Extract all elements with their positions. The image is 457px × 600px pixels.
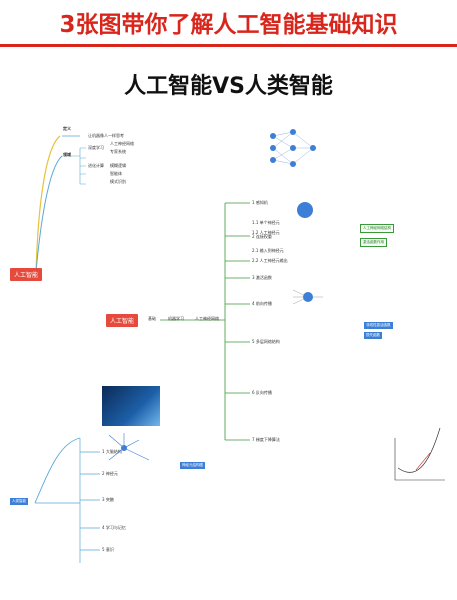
map2-item: 1 感知机 <box>252 200 268 205</box>
map2-item: 2.2 人工神经元输出 <box>252 258 288 263</box>
map1-definition-text: 让机器像人一样思考 <box>88 133 124 138</box>
map2-blue-tag: 损失函数 <box>364 332 382 339</box>
map3-item: 1 大脑结构 <box>102 449 122 454</box>
map2-blue-tag: 非线性激活函数 <box>364 322 393 329</box>
map2-item: 7 梯度下降算法 <box>252 437 280 442</box>
map1-field-item: 专家系统 <box>110 149 126 154</box>
map3-blue-tag: 神经元结构图 <box>180 462 205 469</box>
map2-branch: 人工神经网络 <box>195 316 219 321</box>
map2-green-tag: 激活函数作用 <box>360 238 387 247</box>
map2-green-tag: 人工神经网络结构 <box>360 224 394 233</box>
map1-definition-label: 定义 <box>63 126 71 131</box>
page-title: 人工智能VS人类智能 <box>124 74 333 99</box>
neural-network-illustration <box>270 129 316 167</box>
map2-item: 2.1 输入到神经元 <box>252 248 284 253</box>
neuron-node-illustration <box>297 202 313 218</box>
map2-item: 5 多层网络结构 <box>252 339 280 344</box>
brain-image <box>102 386 160 426</box>
map1-field-item: 模式识别 <box>110 179 126 184</box>
map3-item: 5 意识 <box>102 547 114 552</box>
map3-item: 2 神经元 <box>102 471 118 476</box>
map2-item: 4 前向传播 <box>252 301 272 306</box>
neuron-image <box>108 433 150 461</box>
map2-mid-left: 基础 <box>148 316 156 321</box>
map2-mid-right: 机器学习 <box>168 316 184 321</box>
map2-item: 1.1 单个神经元 <box>252 220 280 225</box>
mind-map-lines <box>34 135 445 563</box>
banner-title: 3张图带你了解人工智能基础知识 <box>59 12 398 38</box>
map1-field-item: 进化计算 <box>88 163 104 168</box>
map2-item: 2 连接权重 <box>252 234 272 239</box>
banner: 3张图带你了解人工智能基础知识 <box>0 0 457 47</box>
map1-root-node[interactable]: 人工智能 <box>10 268 43 281</box>
perceptron-illustration <box>292 289 323 305</box>
map1-field-item: 深度学习 <box>88 145 104 150</box>
map3-item: 4 学习与记忆 <box>102 525 126 530</box>
map3-item: 3 突触 <box>102 497 114 502</box>
map2-item: 3 激活函数 <box>252 275 272 280</box>
map2-item: 1.2 人工神经元 <box>252 230 280 235</box>
map2-root-node[interactable]: 人工智能 <box>106 314 139 327</box>
map2-item: 6 反向传播 <box>252 390 272 395</box>
map1-field-label: 领域 <box>63 152 71 157</box>
map1-field-item: 智能体 <box>110 171 122 176</box>
map1-field-item: 模糊逻辑 <box>110 163 126 168</box>
map1-field-item: 人工神经网络 <box>110 141 134 146</box>
mind-map-canvas: 人工智能 定义 让机器像人一样思考 领域 深度学习 人工神经网络 专家系统 进化… <box>0 108 457 596</box>
map3-root-node[interactable]: 人类智能 <box>10 498 28 505</box>
